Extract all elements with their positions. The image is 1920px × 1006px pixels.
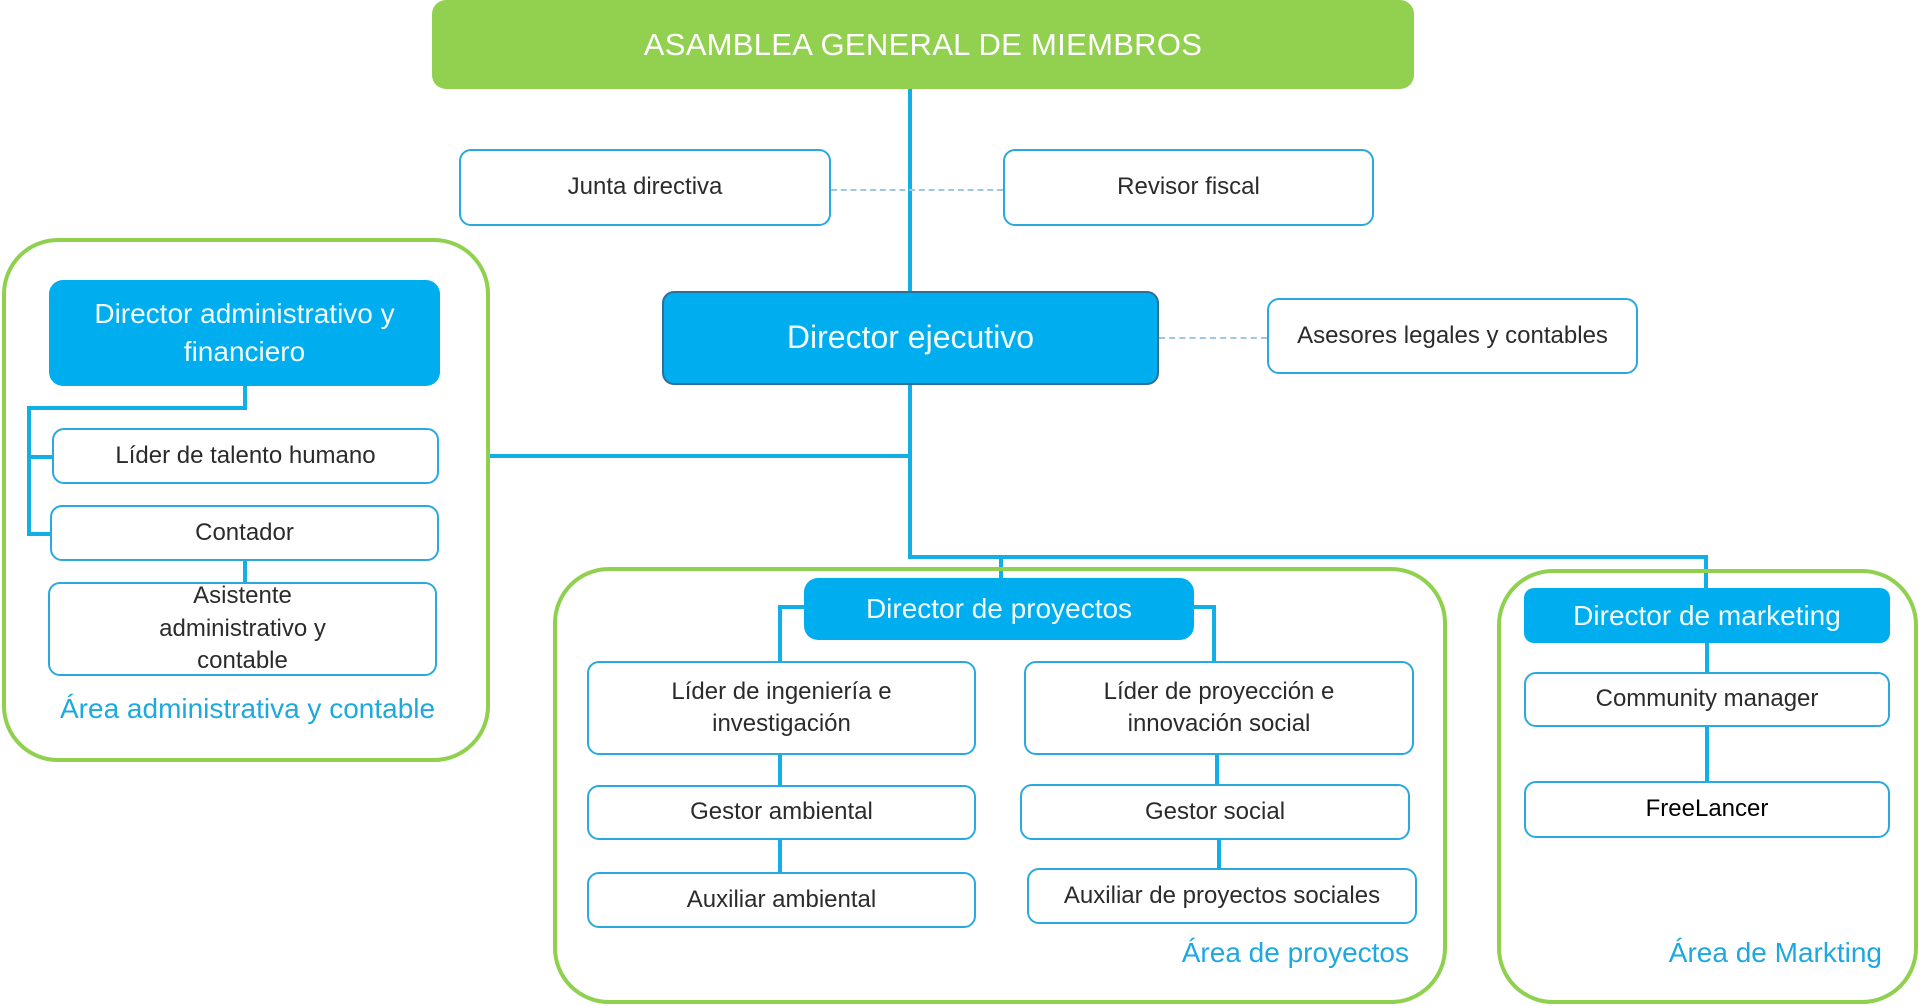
connector-admin-contador <box>27 532 51 536</box>
role-label: Community manager <box>1595 685 1819 713</box>
admin-director-title: Director administrativo y financiero <box>94 298 395 367</box>
marketing-area-frame <box>1497 569 1918 1004</box>
connector-community-freelancer <box>1705 727 1709 782</box>
marketing-area-label: Área de Markting <box>1668 937 1882 968</box>
connector-lider-proy-gestor-soc <box>1215 755 1219 785</box>
admin-director-box: Director administrativo y financiero <box>49 280 440 386</box>
connector-mkt-dir-community <box>1705 643 1709 673</box>
connector-proj-right-v <box>1212 605 1216 662</box>
org-node: FreeLancer <box>1524 781 1890 838</box>
marketing-director-box: Director de marketing <box>1524 588 1890 643</box>
org-node: Asistente administrativo y contable <box>48 582 437 676</box>
role-label: Líder de proyección e innovación social <box>1103 677 1335 737</box>
connector-admin-talento <box>27 455 52 459</box>
connector-lider-ing-gestor-amb <box>778 755 782 786</box>
connector-proj-left-v <box>778 605 782 662</box>
marketing-director-title: Director de marketing <box>1573 599 1841 631</box>
org-node: Líder de ingeniería e investigación <box>587 661 976 755</box>
org-node: Auxiliar de proyectos sociales <box>1027 868 1417 924</box>
connector-admin-branch-h <box>27 406 247 410</box>
org-node: Líder de talento humano <box>52 428 439 484</box>
connector-admin-branch-v <box>27 406 31 536</box>
admin-area-frame <box>2 238 490 762</box>
role-label: Líder de talento humano <box>115 441 376 469</box>
connector-gestor-amb-aux-amb <box>778 840 782 873</box>
connector-ceo-to-admin <box>490 454 910 458</box>
revisor-fiscal-box: Revisor fiscal <box>1003 149 1374 226</box>
projects-area-label: Área de proyectos <box>1181 937 1409 968</box>
role-label: Auxiliar ambiental <box>686 885 877 913</box>
role-label: Contador <box>195 518 294 546</box>
role-label: Asistente administrativo y contable <box>159 582 326 675</box>
connector-proj-right-h <box>1192 605 1216 609</box>
general-assembly-title: ASAMBLEA GENERAL DE MIEMBROS <box>643 26 1203 62</box>
role-label: Auxiliar de proyectos sociales <box>1063 881 1381 909</box>
connector-contador-asistente <box>243 561 247 583</box>
org-node: Gestor social <box>1020 784 1410 840</box>
connector-junta-revisor <box>831 189 1003 191</box>
org-node: Gestor ambiental <box>587 785 976 840</box>
admin-area-label: Área administrativa y contable <box>60 693 436 724</box>
asesores-box: Asesores legales y contables <box>1267 298 1638 374</box>
org-node: Contador <box>50 505 439 561</box>
junta-directiva-label: Junta directiva <box>567 173 723 201</box>
role-label: Gestor ambiental <box>690 798 873 826</box>
projects-director-box: Director de proyectos <box>804 578 1194 640</box>
connector-ceo-down <box>908 385 912 558</box>
revisor-fiscal-label: Revisor fiscal <box>1117 173 1260 201</box>
org-node: Líder de proyección e innovación social <box>1024 661 1414 755</box>
asesores-label: Asesores legales y contables <box>1297 321 1608 349</box>
connector-admin-director-down <box>243 386 247 410</box>
connector-proj-left-h <box>778 605 806 609</box>
role-label: Gestor social <box>1144 797 1286 825</box>
role-label: FreeLancer <box>1645 795 1769 823</box>
projects-director-title: Director de proyectos <box>865 593 1133 625</box>
org-node: Auxiliar ambiental <box>587 872 976 928</box>
ceo-box: Director ejecutivo <box>662 291 1159 385</box>
junta-directiva-box: Junta directiva <box>459 149 831 226</box>
projects-area-frame <box>553 567 1447 1004</box>
connector-gestor-soc-aux-proy <box>1217 840 1221 869</box>
role-label: Líder de ingeniería e investigación <box>671 677 892 737</box>
connector-ceo-to-projects-marketing <box>908 555 1708 559</box>
connector-ceo-asesores <box>1159 337 1267 339</box>
org-node: Community manager <box>1524 672 1890 727</box>
ceo-title: Director ejecutivo <box>786 319 1035 356</box>
general-assembly-box: ASAMBLEA GENERAL DE MIEMBROS <box>432 0 1414 89</box>
